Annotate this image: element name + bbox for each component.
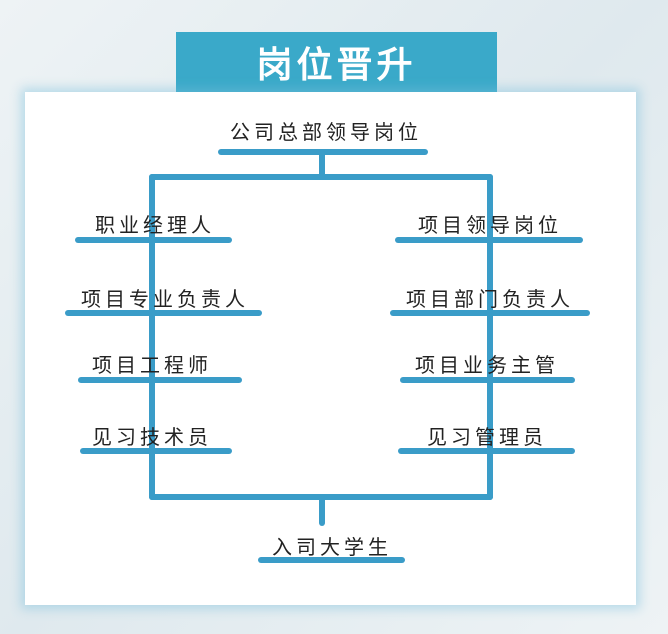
node-right-3: 项目业务主管 bbox=[415, 353, 559, 377]
right-bar-3 bbox=[400, 377, 575, 383]
right-vertical bbox=[487, 174, 493, 500]
left-bar-2 bbox=[65, 310, 262, 316]
node-top: 公司总部领导岗位 bbox=[230, 120, 422, 144]
top-stem bbox=[319, 152, 325, 180]
left-bar-1 bbox=[75, 237, 232, 243]
node-left-3: 项目工程师 bbox=[92, 353, 212, 377]
bottom-stem bbox=[319, 494, 325, 526]
left-bar-3 bbox=[78, 377, 242, 383]
bottom-bar bbox=[258, 557, 405, 563]
node-right-2: 项目部门负责人 bbox=[406, 287, 574, 311]
right-bar-4 bbox=[398, 448, 575, 454]
node-left-1: 职业经理人 bbox=[95, 213, 215, 237]
node-right-4: 见习管理员 bbox=[427, 425, 547, 449]
left-bar-4 bbox=[80, 448, 232, 454]
title-banner: 岗位晋升 bbox=[176, 32, 497, 92]
node-left-4: 见习技术员 bbox=[92, 425, 212, 449]
left-vertical bbox=[149, 174, 155, 500]
top-horizontal bbox=[149, 174, 493, 180]
node-bottom: 入司大学生 bbox=[272, 535, 392, 559]
node-left-2: 项目专业负责人 bbox=[81, 287, 249, 311]
title: 岗位晋升 bbox=[256, 44, 417, 86]
right-bar-2 bbox=[390, 310, 590, 316]
right-bar-1 bbox=[395, 237, 583, 243]
node-right-1: 项目领导岗位 bbox=[418, 213, 562, 237]
